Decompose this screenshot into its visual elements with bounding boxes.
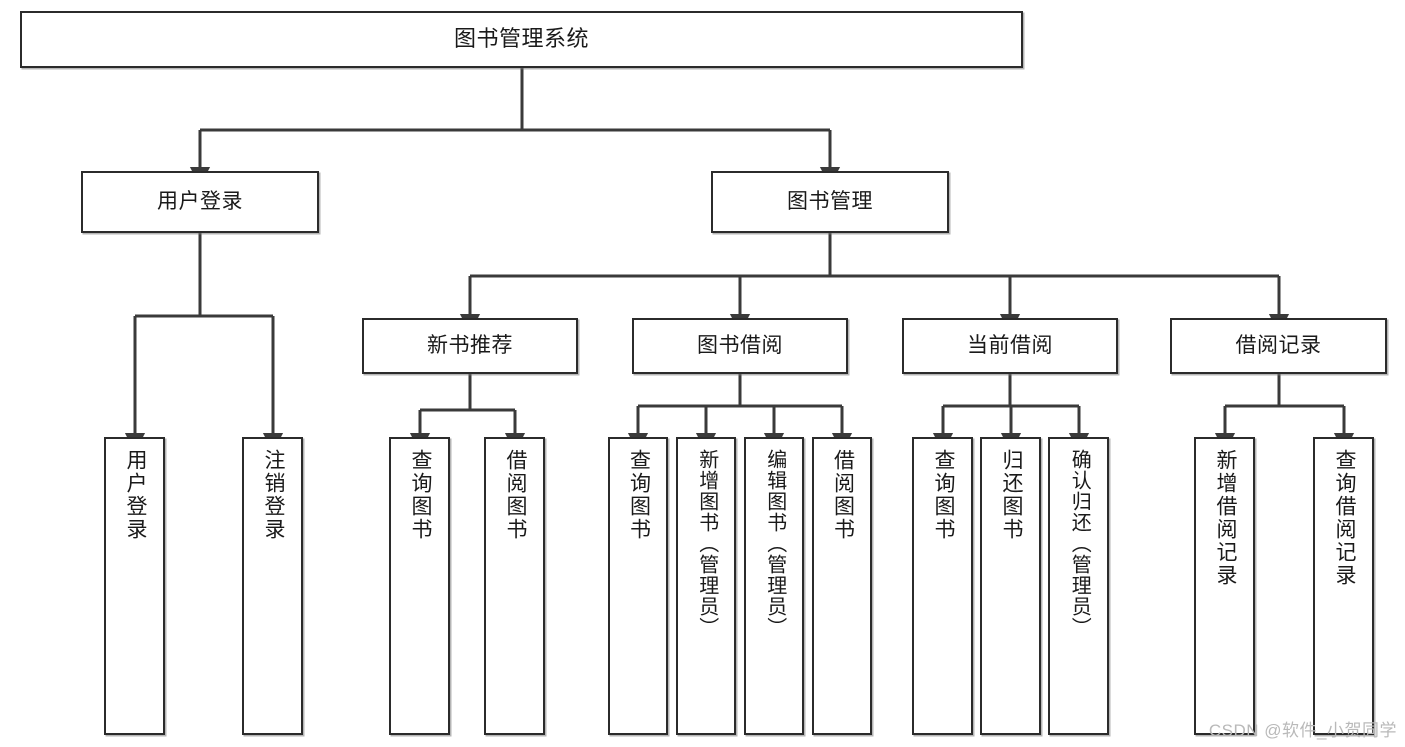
node-label: 查询图书 bbox=[408, 449, 432, 541]
node-label: 图书管理 bbox=[787, 190, 873, 214]
node-leaf-bk-borrow[interactable]: 借阅图书 bbox=[812, 437, 872, 735]
node-bookmgmt[interactable]: 图书管理 bbox=[711, 171, 949, 233]
node-borrow[interactable]: 图书借阅 bbox=[632, 318, 848, 374]
node-label: 新书推荐 bbox=[427, 334, 513, 358]
node-label: 图书借阅 bbox=[697, 334, 783, 358]
node-leaf-bk-edit[interactable]: 编辑图书（管理员） bbox=[744, 437, 804, 735]
node-label: 查询图书 bbox=[931, 449, 955, 541]
node-leaf-bk-query[interactable]: 查询图书 bbox=[608, 437, 668, 735]
node-leaf-rec-add[interactable]: 新增借阅记录 bbox=[1194, 437, 1255, 735]
node-label: 确认归还（管理员） bbox=[1068, 449, 1091, 638]
node-leaf-nb-query[interactable]: 查询图书 bbox=[389, 437, 450, 735]
node-leaf-bk-add[interactable]: 新增图书（管理员） bbox=[676, 437, 736, 735]
node-label: 查询图书 bbox=[627, 449, 651, 541]
node-label: 编辑图书（管理员） bbox=[763, 449, 786, 638]
node-newbook[interactable]: 新书推荐 bbox=[362, 318, 578, 374]
node-label: 用户登录 bbox=[157, 190, 243, 214]
node-records[interactable]: 借阅记录 bbox=[1170, 318, 1387, 374]
node-leaf-cur-query[interactable]: 查询图书 bbox=[912, 437, 973, 735]
node-label: 新增图书（管理员） bbox=[695, 449, 718, 638]
node-label: 注销登录 bbox=[261, 449, 285, 541]
node-label: 归还图书 bbox=[999, 449, 1023, 541]
node-root[interactable]: 图书管理系统 bbox=[20, 11, 1023, 68]
node-leaf-cur-confirm[interactable]: 确认归还（管理员） bbox=[1048, 437, 1109, 735]
node-label: 借阅图书 bbox=[831, 449, 855, 541]
node-current[interactable]: 当前借阅 bbox=[902, 318, 1118, 374]
node-leaf-cur-return[interactable]: 归还图书 bbox=[980, 437, 1041, 735]
node-label: 查询借阅记录 bbox=[1332, 449, 1356, 587]
node-label: 借阅记录 bbox=[1235, 334, 1322, 358]
node-label: 新增借阅记录 bbox=[1213, 449, 1237, 587]
node-label: 当前借阅 bbox=[967, 334, 1053, 358]
node-label: 借阅图书 bbox=[503, 449, 527, 541]
node-label: 图书管理系统 bbox=[453, 26, 589, 52]
node-leaf-user-login[interactable]: 用户登录 bbox=[104, 437, 165, 735]
node-label: 用户登录 bbox=[123, 449, 147, 541]
node-login[interactable]: 用户登录 bbox=[81, 171, 319, 233]
watermark: CSDN @软件_小贺同学 bbox=[1208, 721, 1397, 740]
node-leaf-nb-borrow[interactable]: 借阅图书 bbox=[484, 437, 545, 735]
node-leaf-logout[interactable]: 注销登录 bbox=[242, 437, 303, 735]
node-leaf-rec-query[interactable]: 查询借阅记录 bbox=[1313, 437, 1374, 735]
